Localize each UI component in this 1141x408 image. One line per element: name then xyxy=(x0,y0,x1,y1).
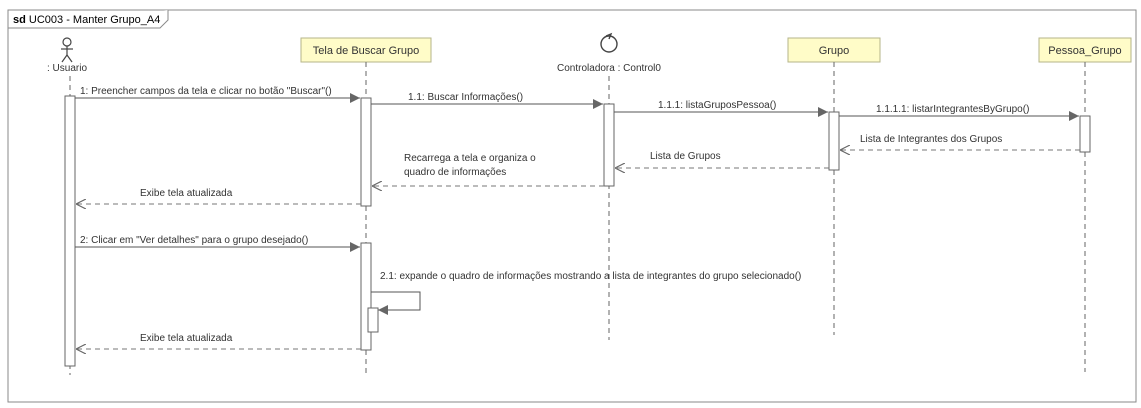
lifeline-head-grupo: Grupo xyxy=(787,37,881,63)
return-1-1-label-line2: quadro de informações xyxy=(404,167,506,178)
message-2-1-label: 2.1: expande o quadro de informações mos… xyxy=(380,271,801,282)
activation-tela-1 xyxy=(360,97,372,207)
message-1-1-1-1-label: 1.1.1.1: listarIntegrantesByGrupo() xyxy=(876,104,1029,115)
actor-usuario xyxy=(61,37,73,63)
activation-controladora xyxy=(603,103,615,187)
control-icon xyxy=(600,35,618,53)
frame-label-box xyxy=(8,10,169,29)
activation-grupo xyxy=(828,111,840,171)
message-2-label: 2: Clicar em "Ver detalhes" para o grupo… xyxy=(80,235,308,246)
frame-title: sd UC003 - Manter Grupo_A4 xyxy=(13,14,160,26)
activation-tela-self xyxy=(367,307,379,333)
message-1-1-label: 1.1: Buscar Informações() xyxy=(408,92,523,103)
lifeline-label-controladora: Controladora : Control0 xyxy=(557,63,661,74)
lifeline-label-pessoa: Pessoa_Grupo xyxy=(1048,45,1121,57)
sd-frame xyxy=(7,9,1137,403)
lifeline-head-pessoa: Pessoa_Grupo xyxy=(1038,37,1132,63)
actor-label: : Usuario xyxy=(47,63,87,74)
return-1-label: Exibe tela atualizada xyxy=(140,188,233,199)
activation-usuario xyxy=(64,95,76,367)
message-1-1-1-label: 1.1.1: listaGruposPessoa() xyxy=(658,100,776,111)
message-2-1-self xyxy=(371,291,421,315)
lifeline-label-tela: Tela de Buscar Grupo xyxy=(313,45,419,57)
return-1-1-1-1-label: Lista de Integrantes dos Grupos xyxy=(860,134,1002,145)
message-1-label: 1: Preencher campos da tela e clicar no … xyxy=(80,86,332,97)
lifeline-label-grupo: Grupo xyxy=(819,45,850,57)
activation-pessoa xyxy=(1079,115,1091,153)
lifeline-head-controladora xyxy=(600,32,618,53)
return-1-1-label-line1: Recarrega a tela e organiza o xyxy=(404,153,536,164)
return-2-label: Exibe tela atualizada xyxy=(140,333,233,344)
lifeline-head-tela: Tela de Buscar Grupo xyxy=(300,37,432,63)
return-1-1-1-label: Lista de Grupos xyxy=(650,151,721,162)
activation-tela-2 xyxy=(360,242,372,351)
